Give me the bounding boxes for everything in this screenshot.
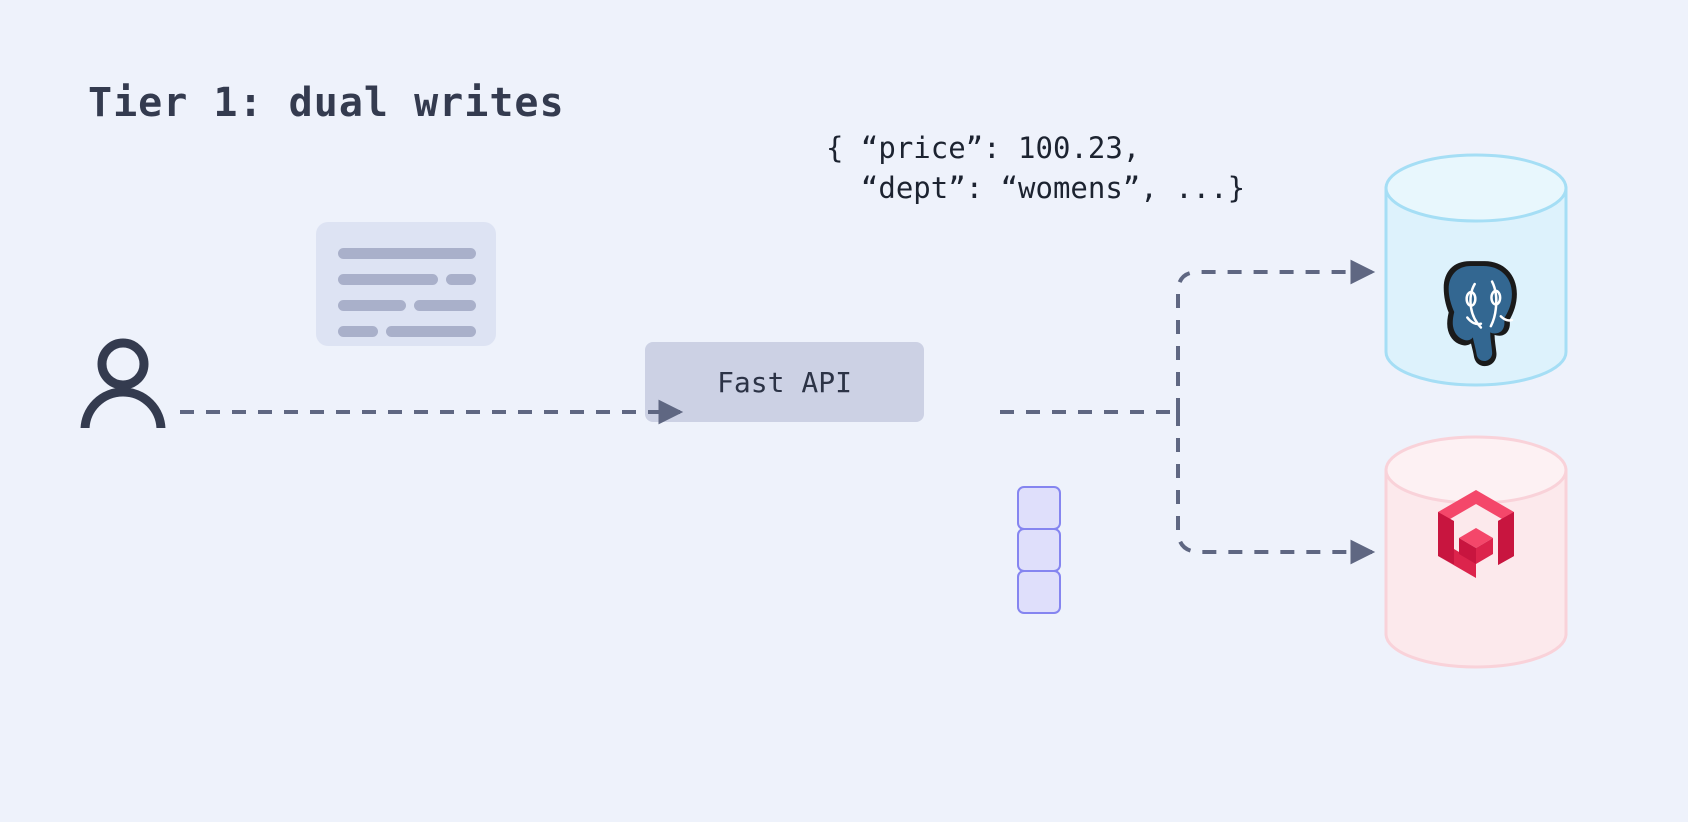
doc-line (446, 274, 476, 285)
fast-api-node[interactable]: Fast API (645, 342, 924, 422)
doc-line (338, 274, 438, 285)
doc-line (386, 326, 476, 337)
qdrant-cylinder (1384, 435, 1568, 669)
page-title: Tier 1: dual writes (88, 80, 565, 126)
fast-api-label: Fast API (717, 365, 852, 399)
edge-api-to-qdrant (1176, 412, 1376, 565)
queue-square (1017, 570, 1061, 614)
doc-line (414, 300, 476, 311)
json-payload-label: { “price”: 100.23, “dept”: “womens”, ...… (826, 128, 1245, 208)
doc-line (338, 248, 476, 259)
edge-api-to-postgres (1176, 259, 1376, 412)
doc-line (338, 300, 406, 311)
queue-square (1017, 528, 1061, 572)
payload-line-2: “dept”: “womens”, ...} (826, 171, 1246, 205)
postgres-cylinder (1384, 153, 1568, 387)
doc-line (338, 326, 378, 337)
document-card-icon (316, 222, 496, 346)
queue-square (1017, 486, 1061, 530)
user-icon (80, 338, 166, 428)
payload-line-1: { “price”: 100.23, (826, 131, 1141, 165)
